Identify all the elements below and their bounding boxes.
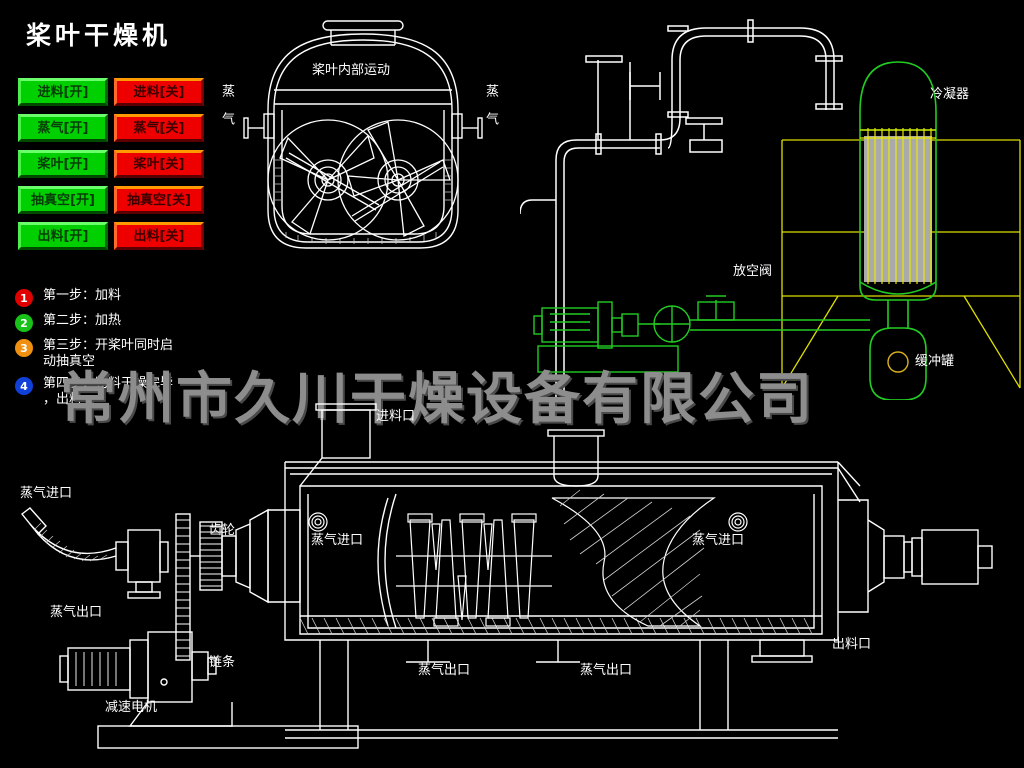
buffer-tank-label: 缓冲罐 <box>915 354 955 369</box>
paddle-cross-section-drawing <box>243 20 483 249</box>
control-row-feed: 进料[开] 进料[关] <box>18 78 208 106</box>
steam-outlet-ext-label: 蒸气出口 <box>50 605 103 620</box>
steam-close-button[interactable]: 蒸气[关] <box>114 114 204 142</box>
discharge-open-button[interactable]: 出料[开] <box>18 222 108 250</box>
list-item: 4 第四步：物料干燥完毕 ，出料 <box>15 376 245 408</box>
steam-outlet-bottom-right-label: 蒸气出口 <box>580 663 633 678</box>
page-title: 桨叶干燥机 <box>26 21 172 50</box>
control-row-discharge: 出料[开] 出料[关] <box>18 222 208 250</box>
vent-valve-label: 放空阀 <box>733 264 773 279</box>
paddle-open-button[interactable]: 桨叶[开] <box>18 150 108 178</box>
control-row-steam: 蒸气[开] 蒸气[关] <box>18 114 208 142</box>
step-label: 第三步：开桨叶同时启 动抽真空 <box>43 338 174 369</box>
list-item: 1 第一步：加料 <box>15 288 245 307</box>
steam-open-button[interactable]: 蒸气[开] <box>18 114 108 142</box>
steam-inlet-body-right-label: 蒸气进口 <box>692 533 745 548</box>
gear-label: 齿轮 <box>209 523 236 538</box>
discharge-close-button[interactable]: 出料[关] <box>114 222 204 250</box>
list-item: 3 第三步：开桨叶同时启 动抽真空 <box>15 338 245 370</box>
discharge-outlet-label: 出料口 <box>832 637 872 652</box>
step-label: 第二步：加热 <box>43 313 122 328</box>
steam-label-right: 蒸 气 <box>483 84 498 125</box>
step-number-badge: 1 <box>15 289 33 307</box>
steam-inlet-ext-label: 蒸气进口 <box>20 486 73 501</box>
step-label: 第四步：物料干燥完毕 ，出料 <box>43 376 174 407</box>
step-label: 第一步：加料 <box>43 288 122 303</box>
paddle-close-button[interactable]: 桨叶[关] <box>114 150 204 178</box>
condenser-label: 冷凝器 <box>930 87 970 102</box>
cross-section-caption: 桨叶内部运动 <box>312 63 391 78</box>
step-number-badge: 3 <box>15 339 33 357</box>
control-row-vacuum: 抽真空[开] 抽真空[关] <box>18 186 208 214</box>
vacuum-open-button[interactable]: 抽真空[开] <box>18 186 108 214</box>
feed-inlet-label: 进料口 <box>376 409 416 424</box>
steam-inlet-body-left-label: 蒸气进口 <box>311 533 364 548</box>
procedure-step-list: 1 第一步：加料 2 第二步：加热 3 第三步：开桨叶同时启 动抽真空 4 第四… <box>15 288 245 414</box>
vacuum-condenser-system-drawing <box>520 19 1021 400</box>
gear-motor-label: 减速电机 <box>105 700 158 715</box>
steam-outlet-bottom-left-label: 蒸气出口 <box>418 663 471 678</box>
paddle-dryer-elevation-drawing <box>21 403 993 749</box>
control-button-panel: 进料[开] 进料[关] 蒸气[开] 蒸气[关] 桨叶[开] 桨叶[关] 抽真空[… <box>18 78 208 258</box>
step-number-badge: 4 <box>15 377 33 395</box>
chain-label: 链条 <box>209 655 236 670</box>
feed-close-button[interactable]: 进料[关] <box>114 78 204 106</box>
step-number-badge: 2 <box>15 314 33 332</box>
steam-label-left: 蒸 气 <box>219 84 234 125</box>
list-item: 2 第二步：加热 <box>15 313 245 332</box>
control-row-paddle: 桨叶[开] 桨叶[关] <box>18 150 208 178</box>
vacuum-close-button[interactable]: 抽真空[关] <box>114 186 204 214</box>
feed-open-button[interactable]: 进料[开] <box>18 78 108 106</box>
